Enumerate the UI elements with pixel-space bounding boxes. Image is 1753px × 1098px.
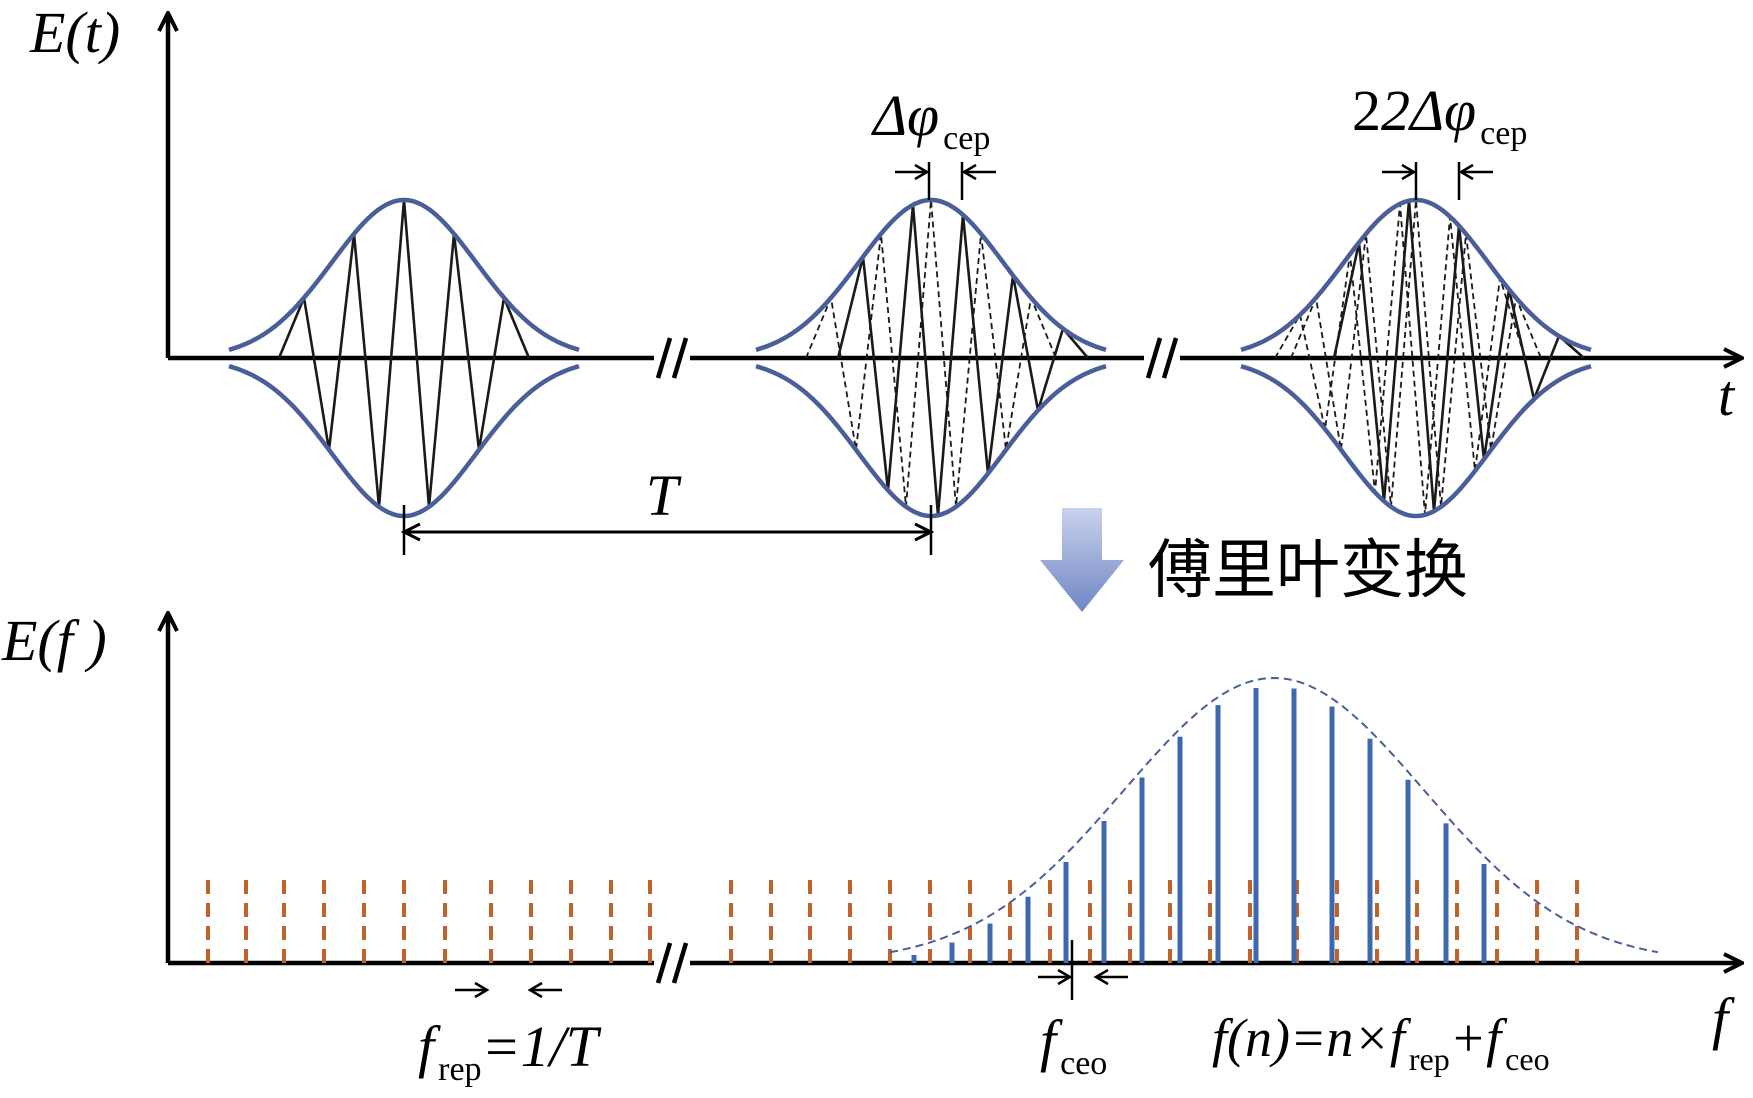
time-y-axis-label: E(t) (29, 0, 120, 65)
upper-envelope (228, 197, 580, 352)
time-axis-break-1 (654, 337, 690, 379)
unlocked-comb-lines (206, 875, 1579, 963)
reference-carrier-wave (1290, 199, 1542, 507)
freq-axis-break (654, 942, 690, 984)
upper-envelope (755, 197, 1107, 352)
fourier-transform-arrow: 傅里叶变换 (1040, 508, 1468, 612)
period-label: T (646, 463, 682, 528)
spectral-envelope (889, 676, 1659, 954)
carrier-wave (277, 199, 531, 507)
freq-axis-breaks (654, 942, 690, 984)
reference-carrier-wave (805, 199, 1057, 507)
time-axes (168, 15, 1740, 358)
period-indicator: T (400, 463, 935, 555)
frequency-comb (206, 676, 1659, 963)
freq-x-axis-label: f (1712, 986, 1735, 1051)
lower-envelope (228, 364, 580, 519)
time-x-axis-label: t (1718, 363, 1736, 428)
time-axis-break-2 (1144, 337, 1180, 379)
time-axis-breaks (654, 337, 1180, 379)
lower-envelope (1240, 364, 1592, 519)
comb-teeth (911, 688, 1487, 963)
down-arrow-icon (1040, 508, 1124, 612)
freq-y-axis-label: E(f ) (1, 608, 107, 673)
fourier-transform-label: 傅里叶变换 (1148, 534, 1468, 608)
